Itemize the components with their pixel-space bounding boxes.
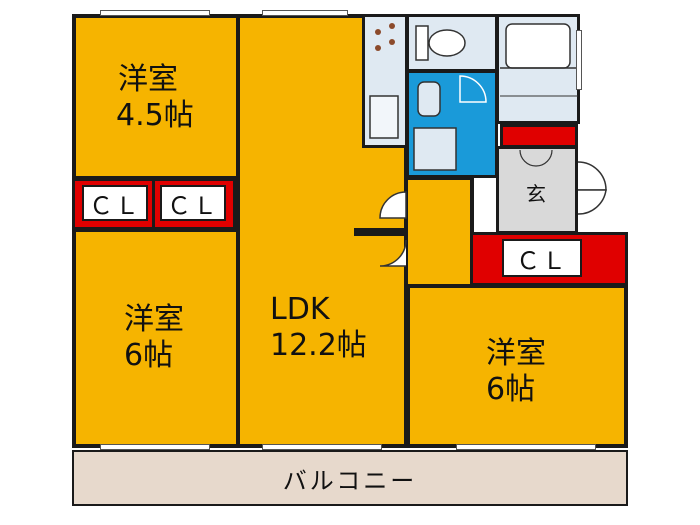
window-right-bath xyxy=(576,30,582,90)
room-western-left-name: 洋室 xyxy=(124,302,184,337)
room-ldk-size: 12.2帖 xyxy=(270,328,367,363)
window-bottom-right xyxy=(456,444,596,450)
balcony: バルコニー xyxy=(72,450,628,506)
room-western-left-size: 6帖 xyxy=(124,338,174,373)
room-western-top xyxy=(72,14,240,180)
closet-right-label: ＣＬ xyxy=(502,239,582,277)
room-western-right-size: 6帖 xyxy=(486,372,536,407)
window-top-left xyxy=(100,10,210,16)
closet-left-2-label: ＣＬ xyxy=(160,185,226,221)
entrance xyxy=(496,146,578,234)
closet-left-1-label: ＣＬ xyxy=(82,185,148,221)
entrance-label: 玄 xyxy=(526,182,546,206)
room-western-left xyxy=(72,228,240,448)
room-western-top-name: 洋室 xyxy=(118,62,178,97)
room-western-right-name: 洋室 xyxy=(486,336,546,371)
window-bottom-ldk xyxy=(262,444,382,450)
room-western-top-size: 4.5帖 xyxy=(116,98,194,133)
window-top-ldk xyxy=(262,10,348,16)
window-bottom-left xyxy=(100,444,210,450)
room-ldk-name: LDK xyxy=(270,292,330,327)
